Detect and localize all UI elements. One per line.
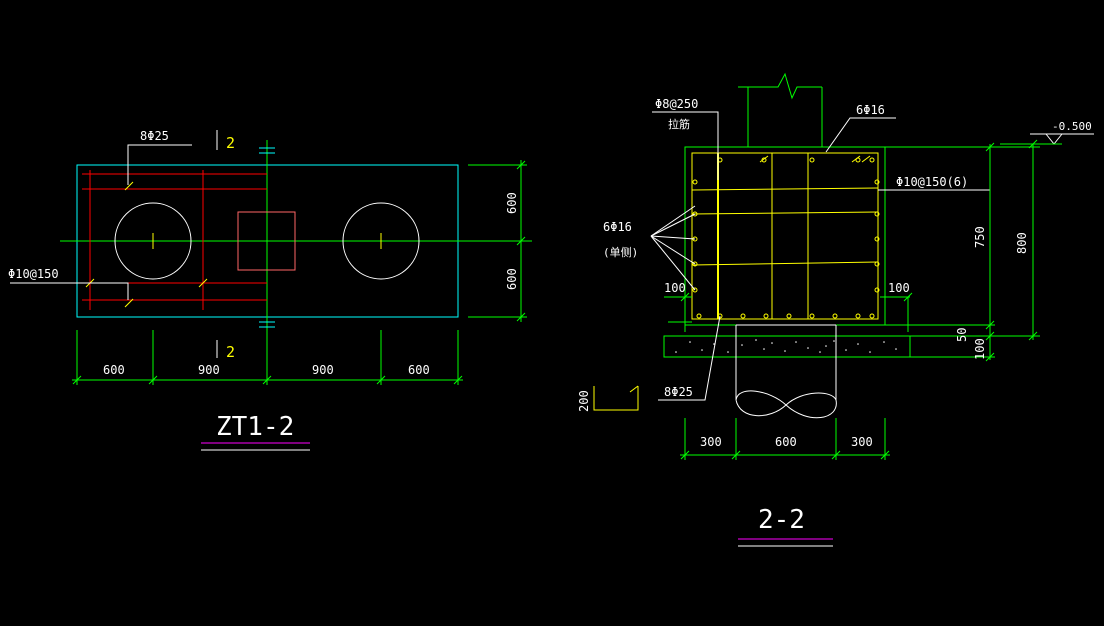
dim-left-100: 100 xyxy=(664,281,686,295)
plan-dim-2: 900 xyxy=(198,363,220,377)
plan-dim-right-2: 600 xyxy=(505,268,519,290)
blinding-layer xyxy=(663,335,911,358)
hook-sketch xyxy=(593,386,639,411)
section-mark-bottom: 2 xyxy=(226,343,235,361)
elevation-label: -0.500 xyxy=(1052,120,1092,133)
plan-dim-right-1: 600 xyxy=(505,192,519,214)
rebar-left-label: Φ10@150 xyxy=(8,267,59,281)
section-dim-bottom xyxy=(680,418,890,460)
label-stirrup-sub: 拉筋 xyxy=(668,117,690,131)
dim-750: 750 xyxy=(973,226,987,248)
plan-dim-4: 600 xyxy=(408,363,430,377)
pile-break-symbol xyxy=(735,390,837,419)
label-stirrup: Φ8@250 xyxy=(655,97,698,111)
plan-rebar-grid xyxy=(82,170,267,310)
dim-50: 50 xyxy=(955,328,969,342)
column-outline xyxy=(237,211,296,271)
rebar-top-label: 8Φ25 xyxy=(140,129,169,143)
section-dim-1: 300 xyxy=(700,435,722,449)
pile-right xyxy=(342,202,420,280)
rebar-cage-outer xyxy=(691,152,879,320)
plan-dim-right xyxy=(468,160,527,322)
plan-dim-3: 900 xyxy=(312,363,334,377)
label-side-bars-sub: (单侧) xyxy=(603,246,638,259)
plan-view: 2 2 8Φ25 Φ10@150 xyxy=(8,129,532,451)
section-mark-top: 2 xyxy=(226,134,235,152)
dim-800: 800 xyxy=(1015,232,1029,254)
plan-title: ZT1-2 xyxy=(216,412,294,442)
plan-dim-bottom xyxy=(72,330,463,385)
plan-dim-1: 600 xyxy=(103,363,125,377)
label-hoop: Φ10@150(6) xyxy=(896,175,968,189)
label-side-bars: 6Φ16 xyxy=(603,220,632,234)
leader-left-rebar xyxy=(10,282,129,300)
rebar-dots xyxy=(692,157,880,319)
section-title: 2-2 xyxy=(758,505,805,535)
blinding-hatch xyxy=(675,339,897,353)
label-bottom-bars: 8Φ25 xyxy=(664,385,693,399)
column-break-line xyxy=(738,72,822,100)
leader-top-rebar xyxy=(127,144,192,185)
section-dim-right xyxy=(885,139,1040,362)
section-view: Φ8@250 拉筋 6Φ16 Φ10@150(6) 6Φ16 (单侧) 8Φ25… xyxy=(577,72,1094,547)
label-top-bars: 6Φ16 xyxy=(856,103,885,117)
section-dim-3: 300 xyxy=(851,435,873,449)
hook-dim: 200 xyxy=(577,390,591,412)
cap-section-outline xyxy=(684,146,886,326)
dim-100b: 100 xyxy=(973,338,987,360)
section-dim-2: 600 xyxy=(775,435,797,449)
pile-left xyxy=(114,202,192,280)
dim-right-100: 100 xyxy=(888,281,910,295)
